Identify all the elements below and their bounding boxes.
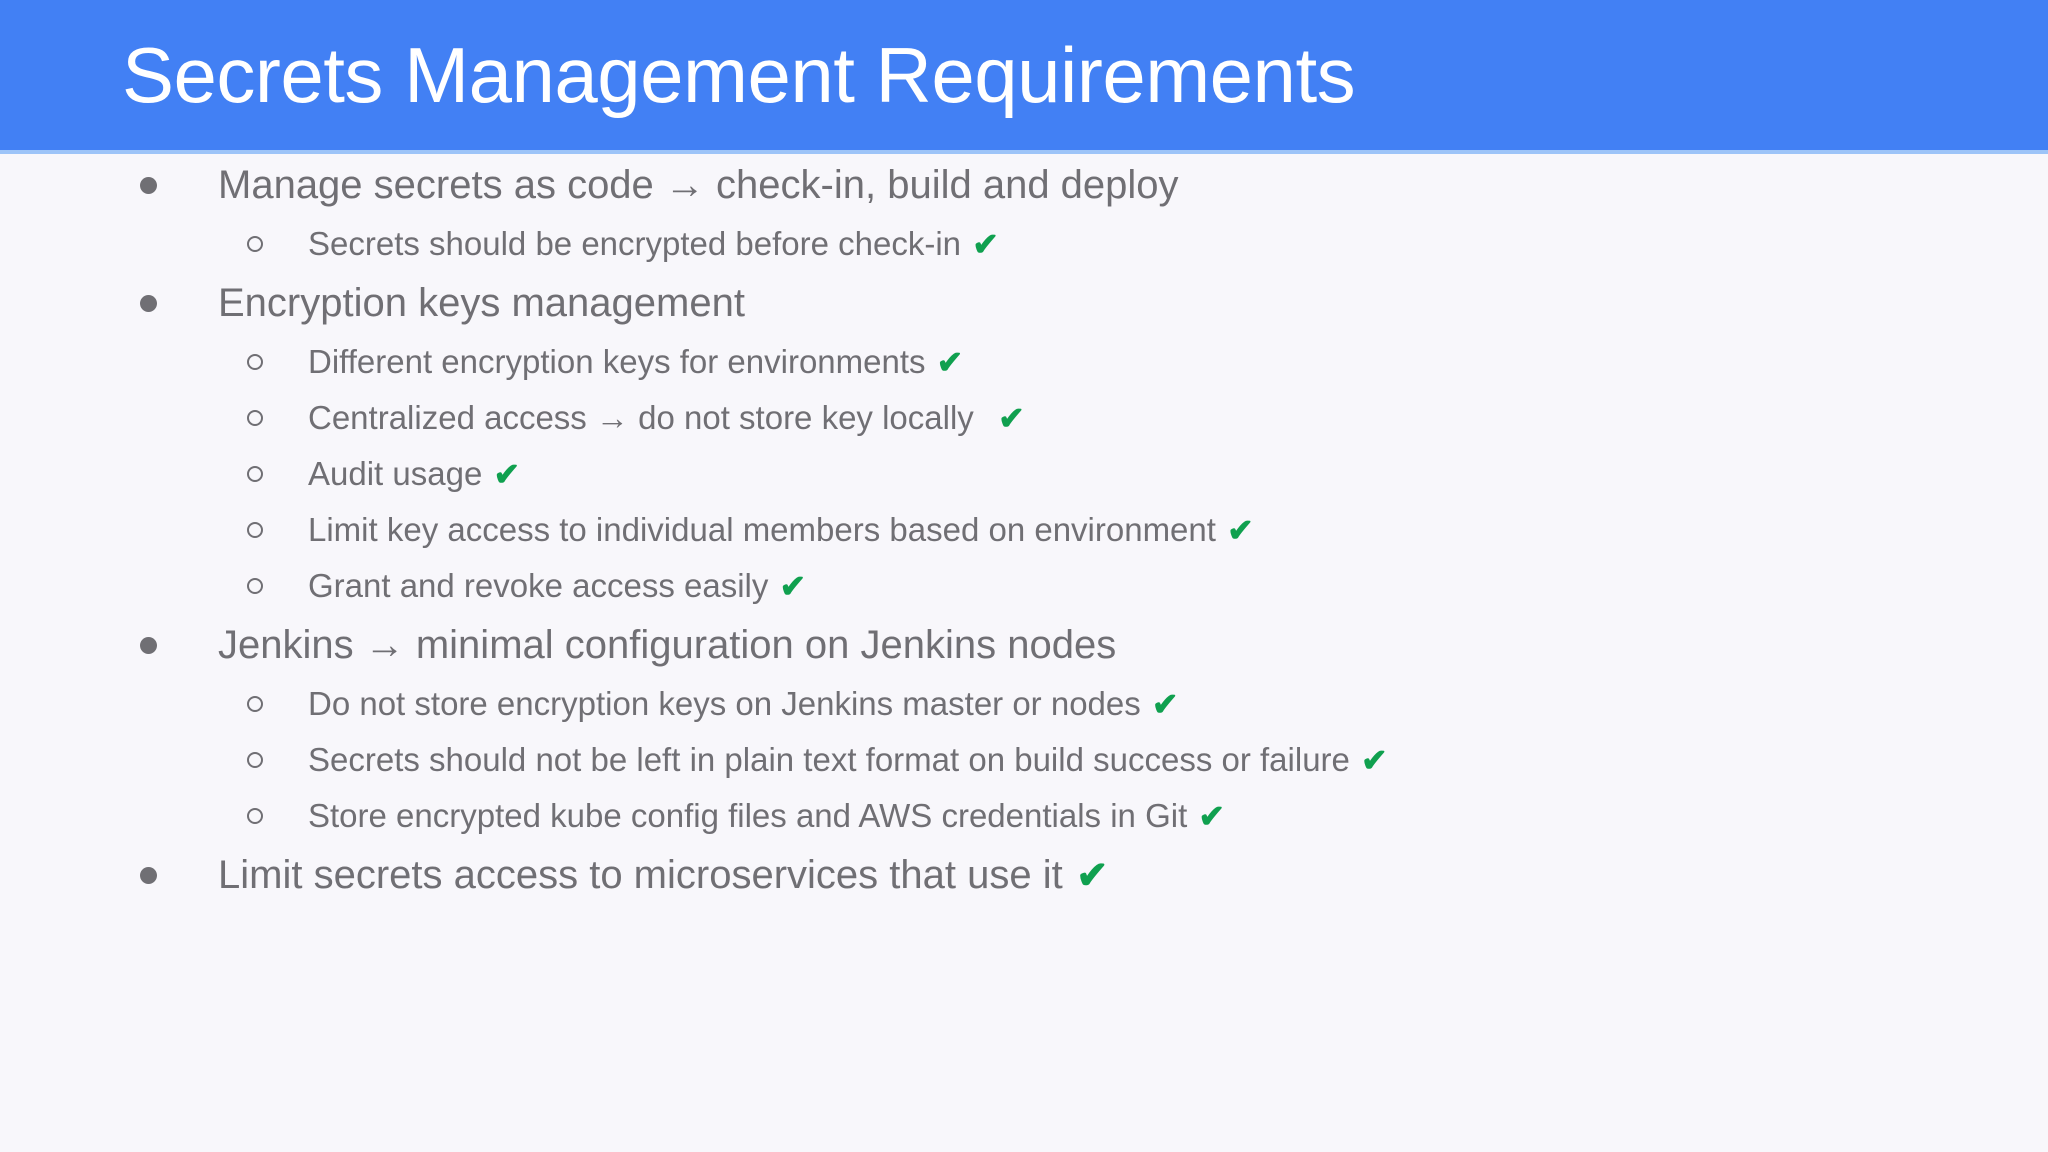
bullet-list: Manage secrets as code → check-in, build… — [0, 154, 2048, 907]
hollow-circle-glyph — [247, 695, 263, 712]
list-item-label: Different encryption keys for environmen… — [308, 343, 926, 380]
hollow-circle-icon — [247, 465, 308, 482]
list-item-label: Manage secrets as code → check-in, build… — [218, 163, 1179, 207]
filled-circle-glyph — [140, 294, 157, 312]
list-item: Jenkins → minimal configuration on Jenki… — [0, 614, 2048, 676]
list-item: Secrets should not be left in plain text… — [0, 732, 2048, 788]
check-icon: ✔ — [998, 401, 1025, 436]
hollow-circle-icon — [247, 409, 308, 426]
hollow-circle-glyph — [247, 409, 263, 426]
list-item: Audit usage ✔ — [0, 446, 2048, 502]
list-item: Limit secrets access to microservices th… — [0, 844, 2048, 907]
list-item: Do not store encryption keys on Jenkins … — [0, 676, 2048, 732]
list-item-label: Audit usage — [308, 455, 483, 492]
list-item-label: Limit key access to individual members b… — [308, 511, 1216, 548]
filled-circle-icon — [140, 636, 218, 654]
check-icon: ✔ — [1076, 855, 1109, 897]
hollow-circle-glyph — [247, 353, 263, 370]
list-item-label: Secrets should be encrypted before check… — [308, 225, 962, 262]
list-item-label: Centralized access → do not store key lo… — [308, 399, 974, 436]
check-icon: ✔ — [936, 345, 964, 380]
hollow-circle-glyph — [247, 465, 263, 482]
list-item-label: Encryption keys management — [218, 281, 745, 325]
check-icon: ✔ — [779, 569, 806, 604]
list-item: Secrets should be encrypted before check… — [0, 216, 2048, 272]
list-item: Centralized access → do not store key lo… — [0, 390, 2048, 446]
filled-circle-glyph — [140, 176, 157, 194]
hollow-circle-glyph — [247, 751, 263, 768]
list-item: Store encrypted kube config files and AW… — [0, 788, 2048, 844]
hollow-circle-icon — [247, 235, 308, 252]
check-icon: ✔ — [972, 227, 999, 262]
list-item-label: Grant and revoke access easily — [308, 567, 769, 604]
check-icon: ✔ — [493, 457, 520, 492]
list-item-label: Jenkins → minimal configuration on Jenki… — [218, 623, 1117, 667]
title-bar: Secrets Management Requirements — [0, 0, 2048, 150]
check-icon: ✔ — [1152, 687, 1179, 722]
hollow-circle-icon — [247, 353, 308, 370]
filled-circle-glyph — [140, 636, 157, 654]
list-item-label: Store encrypted kube config files and AW… — [308, 797, 1188, 834]
hollow-circle-icon — [247, 751, 308, 768]
list-item: Grant and revoke access easily ✔ — [0, 558, 2048, 614]
hollow-circle-glyph — [247, 577, 263, 594]
hollow-circle-icon — [247, 521, 308, 538]
list-item: Limit key access to individual members b… — [0, 502, 2048, 558]
check-icon: ✔ — [1198, 799, 1225, 834]
hollow-circle-icon — [247, 807, 308, 824]
filled-circle-icon — [140, 867, 218, 884]
list-item-label: Limit secrets access to microservices th… — [218, 853, 1063, 897]
list-item-label: Secrets should not be left in plain text… — [308, 741, 1350, 778]
title-underline — [0, 150, 2048, 154]
filled-circle-icon — [140, 294, 218, 312]
filled-circle-glyph — [140, 867, 157, 884]
hollow-circle-glyph — [247, 807, 263, 824]
hollow-circle-icon — [247, 695, 308, 712]
hollow-circle-glyph — [247, 235, 263, 252]
hollow-circle-icon — [247, 577, 308, 594]
filled-circle-icon — [140, 176, 218, 194]
hollow-circle-glyph — [247, 521, 263, 538]
slide-body: Manage secrets as code → check-in, build… — [0, 154, 2048, 1152]
list-item: Manage secrets as code → check-in, build… — [0, 154, 2048, 216]
list-item: Encryption keys management — [0, 272, 2048, 334]
check-icon: ✔ — [1227, 513, 1254, 548]
list-item: Different encryption keys for environmen… — [0, 334, 2048, 390]
page-title: Secrets Management Requirements — [122, 31, 1356, 119]
list-item-label: Do not store encryption keys on Jenkins … — [308, 685, 1141, 722]
check-icon: ✔ — [1361, 743, 1388, 778]
